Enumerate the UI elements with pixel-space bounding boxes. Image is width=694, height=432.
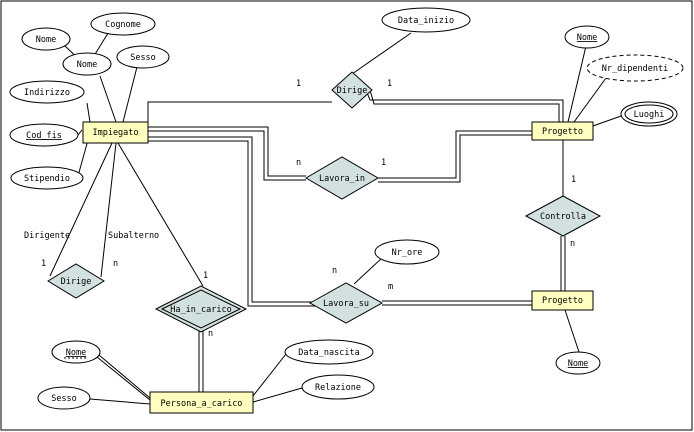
svg-text:Progetto: Progetto bbox=[542, 296, 583, 306]
svg-text:Indirizzo: Indirizzo bbox=[24, 88, 70, 98]
svg-text:Nome: Nome bbox=[36, 35, 56, 45]
attribute-nome-outer[interactable]: Nome bbox=[21, 27, 71, 51]
attribute-cognome[interactable]: Cognome bbox=[90, 12, 156, 36]
attribute-nome-progetto-bottom[interactable]: Nome bbox=[555, 351, 601, 375]
attribute-sesso-persona[interactable]: Sesso bbox=[37, 386, 91, 410]
attribute-data-inizio[interactable]: Data_inizio bbox=[381, 7, 471, 33]
attribute-relazione[interactable]: Relazione bbox=[301, 374, 375, 400]
svg-text:Stipendio: Stipendio bbox=[24, 174, 70, 184]
svg-text:Data_nascita: Data_nascita bbox=[298, 348, 359, 358]
cardinality-controlla-bottom: n bbox=[570, 239, 575, 249]
svg-text:Nome: Nome bbox=[577, 33, 597, 43]
svg-text:Nr_ore: Nr_ore bbox=[392, 248, 423, 258]
attribute-nome-persona[interactable]: Nome bbox=[51, 340, 101, 364]
svg-text:Nome: Nome bbox=[66, 348, 86, 358]
entity-persona-a-carico[interactable]: Persona_a_carico bbox=[149, 391, 254, 414]
svg-text:Cod_fis: Cod_fis bbox=[26, 131, 62, 141]
cardinality-dirige-prog: 1 bbox=[387, 79, 392, 89]
svg-text:Persona_a_carico: Persona_a_carico bbox=[161, 399, 243, 409]
relationship-lavora-su[interactable]: Lavora_su bbox=[308, 282, 384, 324]
relationship-controlla[interactable]: Controlla bbox=[524, 195, 602, 237]
svg-text:Controlla: Controlla bbox=[540, 212, 586, 222]
attribute-luoghi[interactable]: Luoghi bbox=[620, 101, 678, 127]
cardinality-controlla-top: 1 bbox=[571, 175, 576, 185]
svg-text:Dirige: Dirige bbox=[337, 86, 368, 96]
cardinality-labels: 1 1 n 1 1 n 1 n 1 n n m bbox=[41, 79, 576, 339]
connection-lines bbox=[49, 29, 622, 405]
entity-progetto-bottom[interactable]: Progetto bbox=[531, 290, 594, 311]
attribute-nome-progetto[interactable]: Nome bbox=[564, 25, 610, 49]
svg-text:Progetto: Progetto bbox=[542, 127, 583, 137]
svg-text:Ha_in_carico: Ha_in_carico bbox=[170, 305, 231, 315]
relationship-dirige-self[interactable]: Dirige bbox=[47, 263, 105, 299]
attribute-data-nascita[interactable]: Data_nascita bbox=[284, 339, 374, 365]
cardinality-ha-in-carico-pers: n bbox=[208, 329, 213, 339]
cardinality-dirige-self-right: n bbox=[113, 259, 118, 269]
attribute-nr-dipendenti[interactable]: Nr_dipendenti bbox=[586, 54, 684, 82]
cardinality-lavora-in-prog: 1 bbox=[381, 158, 386, 168]
relationship-lavora-in[interactable]: Lavora_in bbox=[305, 156, 379, 200]
cardinality-lavora-in-imp: n bbox=[296, 158, 301, 168]
attribute-nome-inner[interactable]: Nome bbox=[62, 52, 112, 76]
svg-text:Nome: Nome bbox=[77, 60, 97, 70]
attribute-stipendio[interactable]: Stipendio bbox=[10, 166, 84, 190]
svg-text:Nr_dipendenti: Nr_dipendenti bbox=[602, 64, 669, 74]
svg-text:Relazione: Relazione bbox=[315, 383, 361, 393]
svg-text:Sesso: Sesso bbox=[130, 53, 156, 63]
svg-text:Luoghi: Luoghi bbox=[634, 110, 665, 120]
role-subalterno: Subalterno bbox=[108, 231, 159, 241]
cardinality-ha-in-carico-imp: 1 bbox=[203, 271, 208, 281]
attribute-sesso-impiegato[interactable]: Sesso bbox=[116, 45, 170, 69]
attribute-nr-ore[interactable]: Nr_ore bbox=[374, 239, 440, 265]
attribute-cod-fis[interactable]: Cod_fis bbox=[9, 123, 79, 147]
svg-text:Lavora_in: Lavora_in bbox=[319, 174, 365, 184]
attribute-indirizzo[interactable]: Indirizzo bbox=[9, 80, 85, 104]
svg-text:Cognome: Cognome bbox=[105, 20, 141, 30]
svg-text:Lavora_su: Lavora_su bbox=[323, 299, 369, 309]
entity-impiegato[interactable]: Impiegato bbox=[82, 121, 149, 144]
svg-text:Impiegato: Impiegato bbox=[92, 128, 138, 138]
relationship-ha-in-carico[interactable]: Ha_in_carico bbox=[154, 285, 248, 333]
role-dirigente: Dirigente bbox=[24, 231, 70, 241]
svg-text:Sesso: Sesso bbox=[51, 394, 77, 404]
svg-text:Dirige: Dirige bbox=[61, 277, 92, 287]
entity-progetto-top[interactable]: Progetto bbox=[531, 121, 594, 141]
cardinality-dirige-imp: 1 bbox=[296, 79, 301, 89]
svg-text:Nome: Nome bbox=[568, 359, 588, 369]
cardinality-dirige-self-left: 1 bbox=[41, 259, 46, 269]
relationship-dirige-top[interactable]: Dirige bbox=[331, 71, 373, 109]
svg-text:Data_inizio: Data_inizio bbox=[398, 16, 454, 26]
cardinality-lavora-su-imp: n bbox=[332, 266, 337, 276]
cardinality-lavora-su-prog: m bbox=[388, 282, 393, 292]
